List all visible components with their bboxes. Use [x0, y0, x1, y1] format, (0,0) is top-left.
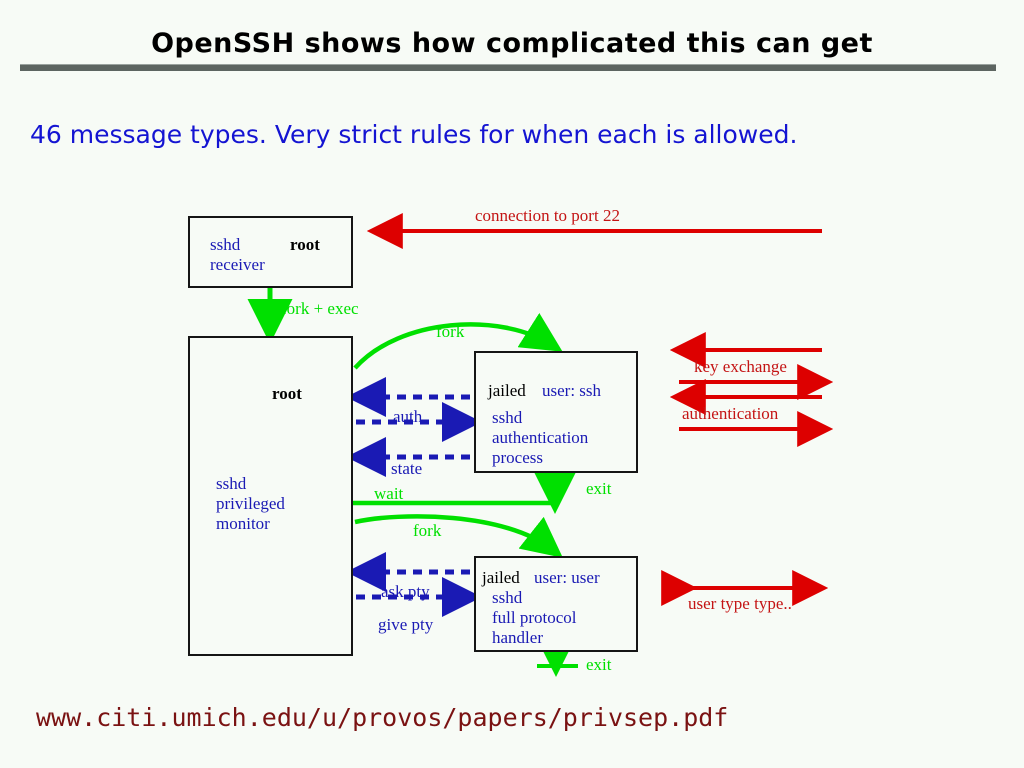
label-auth: auth — [393, 407, 423, 426]
handler-handler-label: handler — [492, 628, 543, 647]
label-fork-handler: fork — [413, 521, 442, 540]
source-url[interactable]: www.citi.umich.edu/u/provos/papers/privs… — [36, 703, 729, 732]
handler-full-protocol-label: full protocol — [492, 608, 577, 627]
sshd-receiver-box[interactable]: sshd root receiver — [188, 216, 353, 288]
receiver-root-label: root — [290, 235, 320, 254]
label-state: state — [391, 459, 423, 478]
auth-authentication-label: authentication — [492, 428, 589, 447]
privileged-monitor-box[interactable]: root sshd privileged monitor — [188, 336, 353, 656]
label-exit-handler: exit — [586, 655, 612, 674]
handler-jailed-label: jailed — [482, 568, 520, 587]
monitor-sshd-label: sshd — [216, 474, 247, 493]
label-authentication: authentication — [682, 404, 779, 423]
arrow-exit-handler — [533, 632, 579, 678]
slide-subtitle: 46 message types. Very strict rules for … — [30, 120, 798, 149]
auth-sshd-label: sshd — [492, 408, 523, 427]
arrow-fork-auth — [353, 312, 563, 370]
auth-jailed-label: jailed — [488, 381, 526, 400]
label-fork-auth: fork — [436, 322, 465, 341]
label-wait: wait — [374, 484, 404, 503]
jailed-handler-box[interactable]: jailed user: user sshd full protocol han… — [474, 556, 638, 652]
receiver-receiver-label: receiver — [210, 255, 265, 274]
label-user-type: user type type.. — [688, 594, 792, 613]
label-give-pty: give pty — [378, 615, 434, 634]
jailed-auth-box[interactable]: jailed user: ssh sshd authentication pro… — [474, 351, 638, 473]
arrow-fork-handler — [354, 514, 563, 558]
label-connection-to-port-22: connection to port 22 — [475, 206, 620, 225]
label-ask-pty: ask pty — [381, 582, 430, 601]
handler-sshd-label: sshd — [492, 588, 523, 607]
label-exit-auth: exit — [586, 479, 612, 498]
title-divider — [20, 64, 996, 71]
monitor-root-label: root — [272, 384, 302, 403]
page-title: OpenSSH shows how complicated this can g… — [151, 28, 873, 59]
label-key-exchange: key exchange — [694, 357, 787, 376]
receiver-sshd-label: sshd — [210, 235, 241, 254]
label-fork-exec: fork + exec — [281, 299, 359, 318]
auth-process-label: process — [492, 448, 543, 467]
monitor-monitor-label: monitor — [216, 514, 270, 533]
monitor-privileged-label: privileged — [216, 494, 285, 513]
auth-user-label: user: ssh — [542, 381, 602, 400]
handler-user-label: user: user — [534, 568, 600, 587]
